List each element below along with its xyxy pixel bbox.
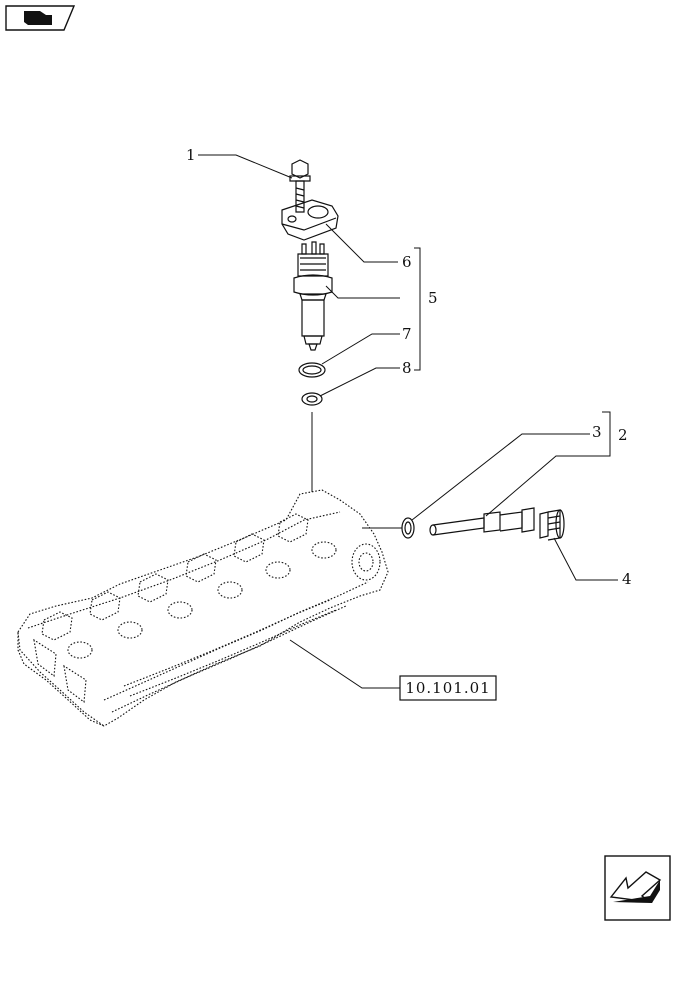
callout-2: 2 — [618, 426, 628, 444]
connector-tube-part — [429, 507, 535, 536]
leader-lines — [198, 154, 618, 689]
o-ring-part — [298, 362, 326, 378]
washer-part — [301, 392, 323, 406]
cylinder-head-part — [17, 489, 389, 727]
seal-ring-part — [401, 517, 415, 539]
injector-part — [293, 241, 333, 351]
fitting-nut-part — [539, 509, 565, 541]
back-arrow-icon[interactable] — [604, 855, 671, 921]
book-arrow-icon[interactable] — [5, 5, 76, 31]
bolt-part — [289, 159, 311, 213]
callout-3: 3 — [592, 423, 602, 441]
reference-link-box[interactable]: 10.101.01 — [399, 675, 497, 701]
callout-1: 1 — [186, 146, 196, 164]
reference-link-label[interactable]: 10.101.01 — [405, 679, 490, 697]
callout-5: 5 — [428, 289, 438, 307]
callout-7: 7 — [402, 325, 412, 343]
callout-8: 8 — [402, 359, 412, 377]
callout-6: 6 — [402, 253, 412, 271]
callout-4: 4 — [622, 570, 632, 588]
clamp-part — [281, 199, 339, 241]
